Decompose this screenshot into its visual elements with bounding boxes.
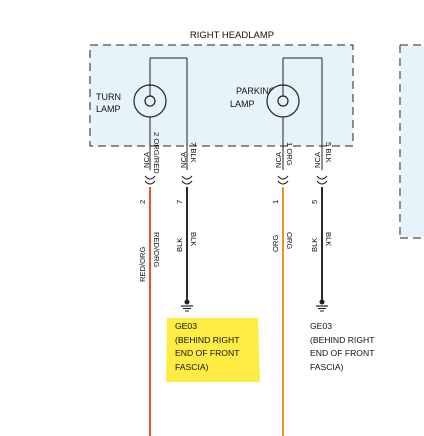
wire-label-blk-turn: BLK (175, 238, 184, 252)
wire-mirror-blk-park: BLK (324, 232, 333, 246)
ground-icon-left (181, 299, 193, 312)
connector-symbol-pin1 (277, 175, 289, 185)
ground-right-line3: END OF FRONT (310, 348, 375, 358)
turn-lamp-bulb-icon (133, 84, 167, 118)
connector-symbol-pin5 (316, 175, 328, 185)
wire-mirror-org: ORG (285, 232, 294, 249)
ground-right-line2: (BEHIND RIGHT (310, 335, 375, 345)
wire-mirror-red-org: RED/ORG (152, 232, 161, 268)
pin-number-7: 7 (175, 200, 184, 204)
wire-label-red-org: RED/ORG (138, 246, 147, 282)
mirror-label-pin5: 5 BLK (324, 142, 333, 163)
parking-lamp-label-line1: PARKING (236, 86, 276, 96)
turn-lamp-label-line2: LAMP (96, 104, 121, 114)
wire-label-org: ORG (271, 235, 280, 252)
ground-left-line2: (BEHIND RIGHT (175, 335, 240, 345)
connector-label-pin1: NCA (274, 151, 283, 168)
connector-label-pin5: NCA (313, 151, 322, 168)
connector-label-pin7: NCA (179, 151, 188, 168)
pin-number-2: 2 (138, 200, 147, 204)
ground-left-line4: FASCIA) (175, 362, 209, 372)
ground-right-line4: FASCIA) (310, 362, 344, 372)
connector-symbol-pin7 (181, 175, 193, 185)
parking-lamp-bulb-icon (266, 84, 300, 118)
ground-left-line3: END OF FRONT (175, 348, 240, 358)
ground-icon-right (316, 299, 328, 312)
mirror-label-pin2: 2 ORG/RED (152, 132, 161, 174)
ground-right-id: GE03 (310, 321, 332, 331)
headlamp-assembly-box (89, 44, 354, 147)
pin-number-5: 5 (310, 200, 319, 204)
parking-lamp-label-line2: LAMP (230, 99, 255, 109)
ground-left-id: GE03 (175, 321, 197, 331)
connector-label-pin2: NCA (142, 151, 151, 168)
mirror-label-pin1: 1 ORG (285, 142, 294, 166)
connector-symbol-pin2 (144, 175, 156, 185)
highlight-mark (166, 318, 260, 382)
pin-number-1: 1 (271, 200, 280, 204)
headlamp-title: RIGHT HEADLAMP (190, 30, 274, 41)
wire-label-blk-park: BLK (310, 238, 319, 252)
turn-lamp-label-line1: TURN (96, 92, 121, 102)
mirror-label-pin7: 7 BLK (189, 142, 198, 163)
wire-mirror-blk-turn: BLK (189, 232, 198, 246)
adjacent-component-box (399, 44, 424, 239)
